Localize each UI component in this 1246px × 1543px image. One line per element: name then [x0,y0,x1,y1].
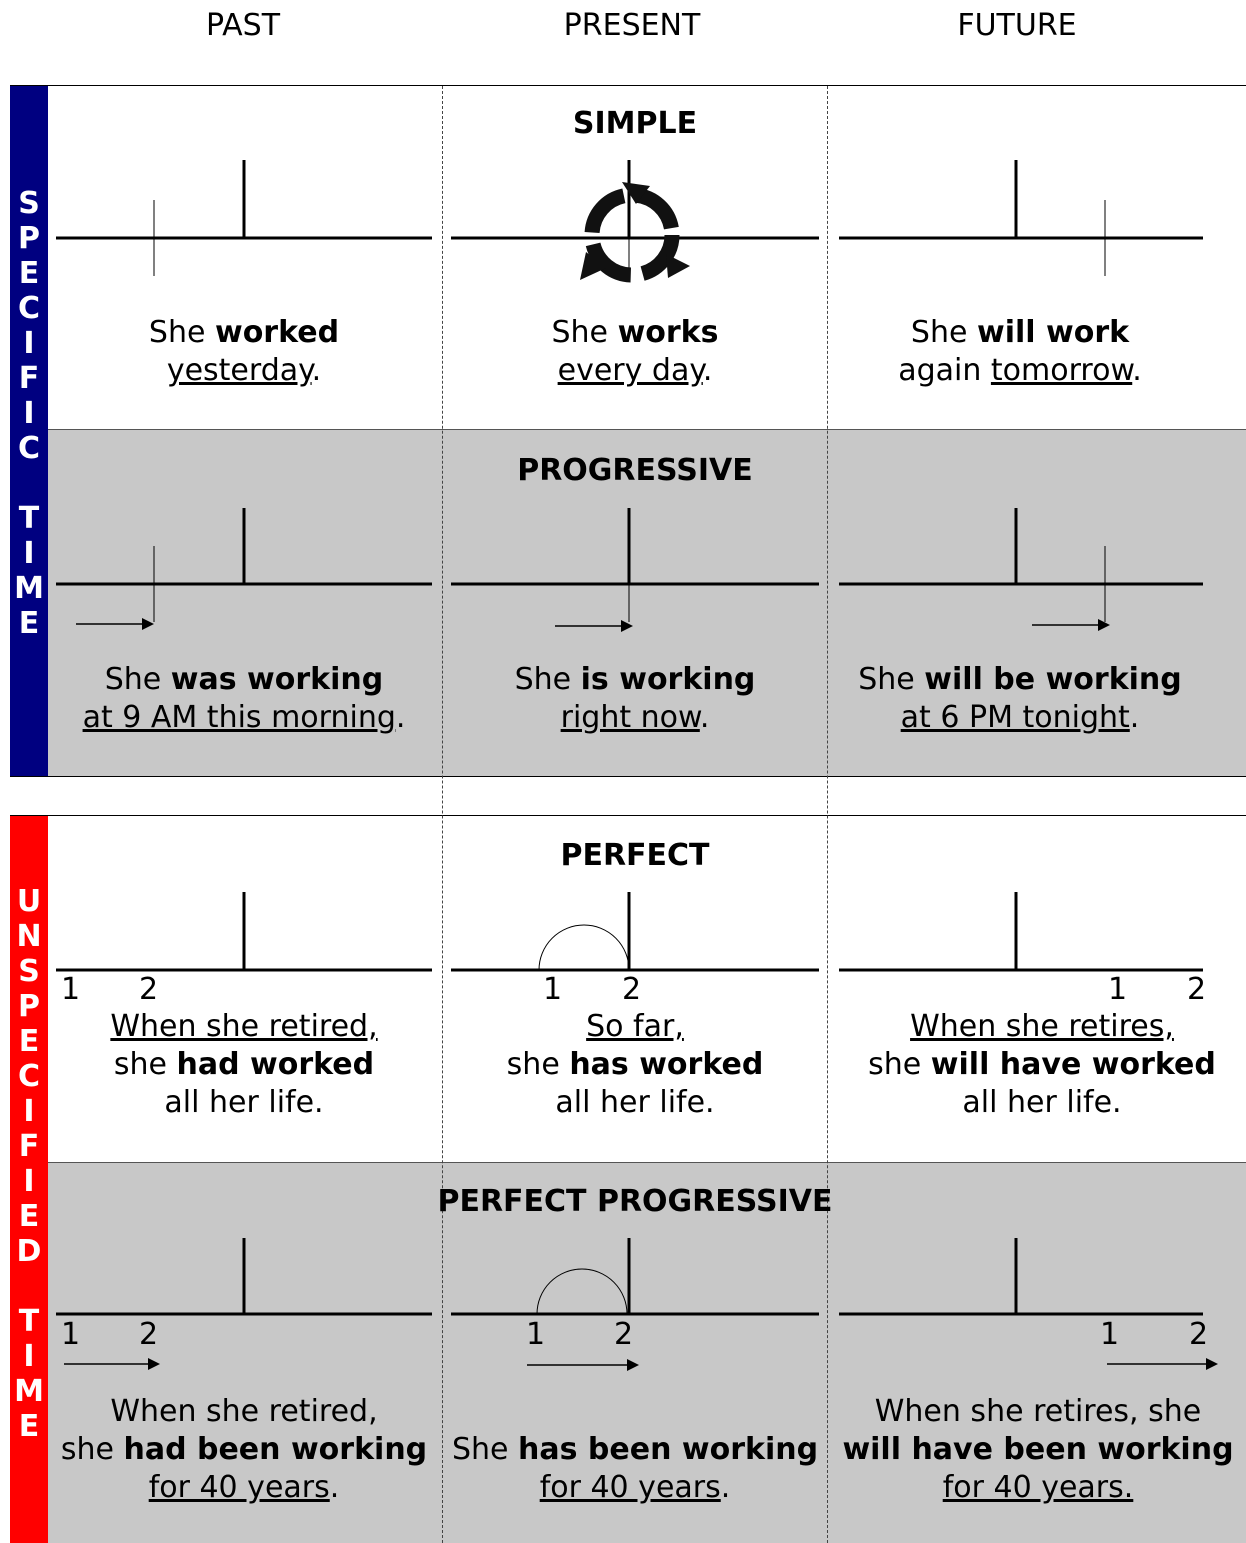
band-letter: T [18,501,40,536]
timeline-simple-future [839,160,1203,276]
row-title-progressive: PROGRESSIVE [517,453,753,488]
row-title-perfect-progressive: PERFECT PROGRESSIVE [437,1184,833,1219]
band-letter: M [14,1374,44,1409]
timeline-simple-present [451,160,819,283]
divider [10,776,1246,777]
example-progressive-present: She is working right now. [514,662,756,735]
band-letter: E [18,256,40,291]
band-letter: E [18,606,40,641]
axis-number-2: 2 [1187,972,1207,1007]
example-simple-future: She will work again tomorrow. [898,315,1142,388]
example-simple-present: She works every day. [551,315,719,388]
row-progressive-bg [48,430,1246,776]
timeline-perfect-progressive-past [56,1238,432,1370]
example-perfect-progressive-past: When she retired, she had been working f… [60,1394,428,1505]
band-letter: T [18,1304,40,1339]
row-title-simple: SIMPLE [572,106,698,141]
band-letter: S [18,954,40,989]
timeline-perfect-present [451,892,819,972]
divider [10,429,1246,430]
timeline-perfect-future [839,892,1203,972]
timeline-perfect-progressive-present [451,1238,819,1371]
axis-number-2: 2 [1189,1317,1209,1352]
band-letter: I [23,536,35,571]
axis-number-2: 2 [614,1317,634,1352]
example-simple-past: She worked yesterday. [148,315,340,388]
divider [10,815,1246,816]
axis-number-1: 1 [61,972,81,1007]
band-letter: C [17,1059,41,1094]
timeline-progressive-present [451,508,819,632]
row-perfect-bg [48,816,1246,1162]
timeline-progressive-past [56,508,432,630]
axis-number-1: 1 [1100,1317,1120,1352]
axis-number-1: 1 [1108,972,1128,1007]
band-letter: E [18,1024,40,1059]
timeline-simple-past [56,160,432,276]
column-divider [442,86,443,1543]
axis-number-1: 1 [61,1317,81,1352]
example-perfect-progressive-present: She has been working for 40 years. [451,1432,819,1505]
band-letter: M [14,571,44,606]
timeline-perfect-past [56,892,432,972]
row-perfect-progressive-bg [48,1163,1246,1543]
axis-number-2: 2 [622,972,642,1007]
example-perfect-past: When she retired, she had worked all her… [110,1009,378,1120]
column-divider [827,86,828,1543]
column-header-future: FUTURE [957,8,1077,43]
divider [10,85,1246,86]
example-perfect-progressive-future: When she retires, she will have been wor… [842,1394,1234,1505]
band-letter: F [18,361,40,396]
example-progressive-past: She was working at 9 AM this morning. [82,662,406,735]
row-title-perfect: PERFECT [560,838,710,873]
example-progressive-future: She will be working at 6 PM tonight. [858,662,1182,735]
band-letter: I [23,326,35,361]
band-letter: C [17,291,41,326]
cycle-icon [580,182,690,283]
axis-number-2: 2 [139,1317,159,1352]
band-letter: N [16,919,42,954]
band-letter: I [23,396,35,431]
band-letter: P [18,221,40,256]
band-letter: D [16,1234,42,1269]
band-letter: P [18,989,40,1024]
divider [10,1162,1246,1163]
band-letter: I [23,1164,35,1199]
row-simple-bg [48,86,1246,429]
band-letter: C [17,431,41,466]
band-letter: E [18,1409,40,1444]
example-perfect-future: When she retires, she will have worked a… [868,1009,1216,1120]
band-letter: E [18,1199,40,1234]
column-header-past: PAST [205,8,281,43]
timeline-progressive-future [839,508,1203,631]
band-letter: S [18,186,40,221]
example-perfect-present: So far, she has worked all her life. [506,1009,764,1120]
band-letter: I [23,1094,35,1129]
axis-number-1: 1 [543,972,563,1007]
timeline-perfect-progressive-future [839,1238,1218,1370]
band-letter: U [16,884,42,919]
band-letter: I [23,1339,35,1374]
axis-number-1: 1 [526,1317,546,1352]
column-header-present: PRESENT [563,8,701,43]
axis-number-2: 2 [139,972,159,1007]
band-letter: F [18,1129,40,1164]
